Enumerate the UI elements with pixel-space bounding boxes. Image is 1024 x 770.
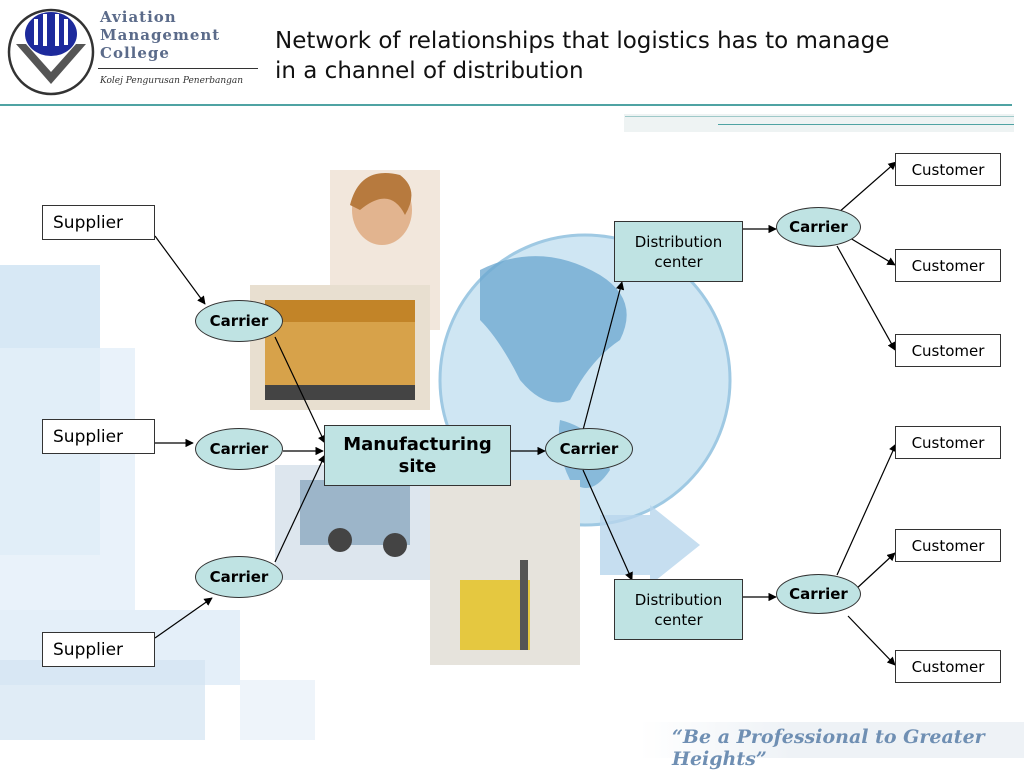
photo-truck-wheel — [383, 533, 407, 557]
footer-motto: “Be a Professional to Greater Heights” — [672, 726, 985, 770]
mfg-line1: Manufacturing — [343, 433, 492, 455]
college-logo-icon — [7, 8, 95, 96]
photo-truck-wheel — [328, 528, 352, 552]
node-customer: Customer — [895, 153, 1001, 186]
node-manufacturing-site: Manufacturing site — [324, 425, 511, 486]
node-customer: Customer — [895, 249, 1001, 282]
college-name-line3: College — [100, 44, 170, 62]
edge-carrier-customer2 — [849, 237, 896, 266]
edge-carrier-customer4 — [836, 443, 897, 576]
bg-panel — [240, 680, 315, 740]
photo-woman-hair — [350, 173, 412, 215]
photo-globe-continent — [480, 256, 627, 403]
photo-forklift — [460, 580, 530, 650]
edge-carrier1-mfg — [274, 336, 326, 444]
dist-bottom-line2: center — [654, 610, 703, 629]
edge-carrier-customer3 — [836, 245, 896, 351]
page-title-line1: Network of relationships that logistics … — [275, 28, 890, 54]
edge-carrier3-mfg — [274, 454, 326, 563]
page-title: Network of relationships that logistics … — [275, 26, 995, 86]
node-carrier: Carrier — [195, 428, 283, 470]
dist-top-line2: center — [654, 252, 703, 271]
node-supplier: Supplier — [42, 632, 155, 667]
bg-panel — [0, 660, 205, 740]
logo-divider — [98, 68, 258, 69]
node-customer: Customer — [895, 650, 1001, 683]
college-name: Aviation Management College — [100, 8, 220, 62]
edge-carrier-customer5 — [854, 552, 896, 591]
node-customer: Customer — [895, 334, 1001, 367]
header-rule-secondary — [718, 124, 1014, 125]
photo-forklift-mast — [520, 560, 528, 650]
photo-train-top — [265, 300, 415, 322]
node-carrier-right: Carrier — [776, 574, 861, 614]
mfg-line2: site — [398, 455, 437, 477]
header-shadow-band — [624, 114, 1014, 132]
college-tagline: Kolej Pengurusan Penerbangan — [100, 76, 244, 86]
edge-carrier-dist-bottom — [582, 469, 633, 581]
header-rule — [0, 104, 1012, 106]
footer-band — [640, 722, 1024, 758]
node-carrier-center: Carrier — [545, 428, 633, 470]
edge-supplier3-carrier3 — [154, 597, 213, 639]
node-supplier: Supplier — [42, 419, 155, 454]
node-customer: Customer — [895, 426, 1001, 459]
node-carrier: Carrier — [195, 300, 283, 342]
node-distribution-center-top: Distribution center — [614, 221, 743, 282]
dist-top-line1: Distribution — [634, 232, 723, 251]
bg-panel — [0, 348, 135, 638]
edge-carrier-dist-top — [582, 281, 625, 431]
college-name-line2: Management — [100, 26, 221, 44]
photo-globe-inner — [438, 233, 732, 527]
node-carrier: Carrier — [195, 556, 283, 598]
node-distribution-center-bottom: Distribution center — [614, 579, 743, 640]
node-customer: Customer — [895, 529, 1001, 562]
header-rule-thin — [625, 116, 1014, 117]
edge-carrier-customer1 — [837, 161, 897, 214]
node-carrier-right: Carrier — [776, 207, 861, 247]
edge-carrier-customer6 — [847, 615, 896, 666]
node-supplier: Supplier — [42, 205, 155, 240]
college-name-line1: Aviation — [100, 8, 177, 26]
page-title-line2: in a channel of distribution — [275, 58, 584, 84]
dist-bottom-line1: Distribution — [634, 590, 723, 609]
edge-supplier1-carrier1 — [154, 235, 206, 305]
